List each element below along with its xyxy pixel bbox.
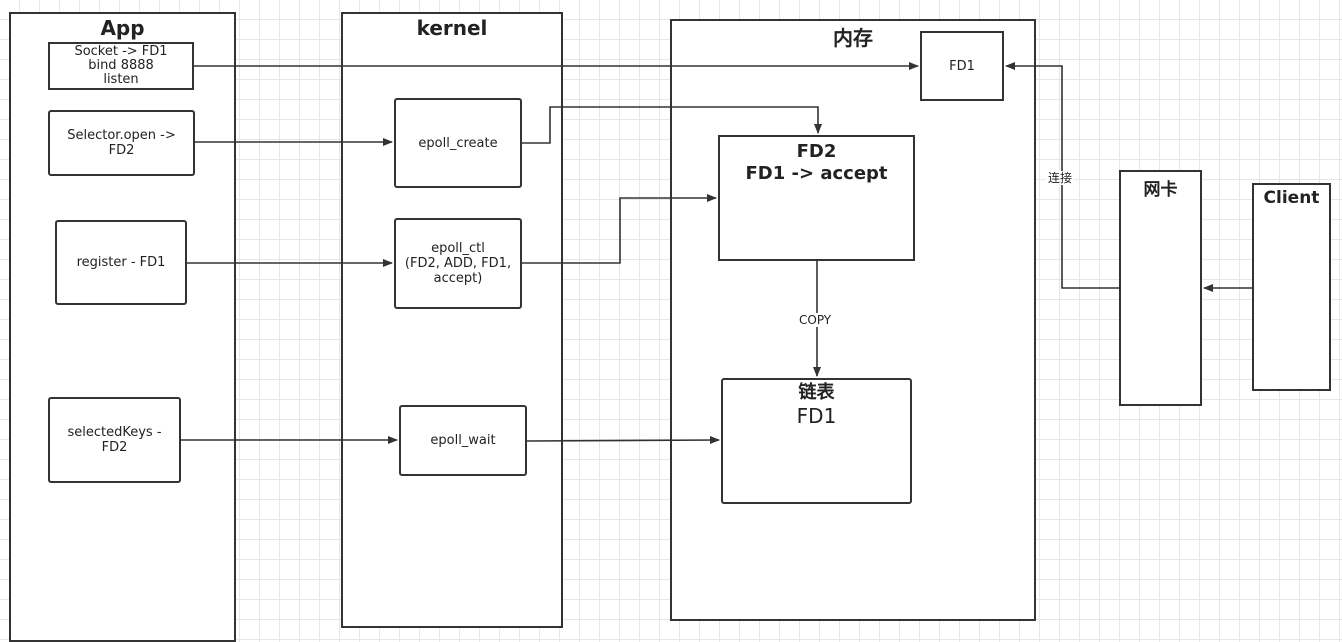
arrow-epoll-wait-to-list	[526, 436, 720, 445]
client-lane: Client	[1252, 183, 1331, 391]
fd1-box: FD1	[920, 31, 1004, 101]
register-box: register - FD1	[55, 220, 187, 305]
linked-list-subtitle: FD1	[796, 404, 837, 428]
epoll-create-box: epoll_create	[394, 98, 522, 188]
memory-lane-title: 内存	[833, 26, 873, 50]
connect-label: 连接	[1046, 171, 1075, 185]
arrow-epoll-ctl-to-fd2	[522, 194, 717, 264]
epoll-ctl-box: epoll_ctl (FD2, ADD, FD1, accept)	[394, 218, 522, 309]
arrow-epoll-create-to-fd2	[522, 106, 822, 144]
nic-lane: 网卡	[1119, 170, 1202, 406]
memory-lane: 内存	[670, 19, 1036, 621]
kernel-lane-title: kernel	[416, 16, 488, 40]
epoll-wait-box: epoll_wait	[399, 405, 527, 476]
fd2-subtitle: FD1 -> accept	[745, 163, 888, 184]
linked-list-box: 链表 FD1	[721, 378, 912, 504]
app-lane-title: App	[100, 16, 145, 40]
linked-list-title: 链表	[798, 382, 835, 403]
selector-open-box: Selector.open -> FD2	[48, 110, 195, 176]
nic-lane-title: 网卡	[1143, 180, 1178, 200]
socket-box: Socket -> FD1 bind 8888 listen	[48, 42, 194, 90]
client-lane-title: Client	[1263, 188, 1320, 208]
copy-label: COPY	[797, 313, 834, 327]
fd2-title: FD2	[796, 141, 837, 162]
selected-keys-box: selectedKeys - FD2	[48, 397, 181, 483]
fd2-box: FD2 FD1 -> accept	[718, 135, 915, 261]
